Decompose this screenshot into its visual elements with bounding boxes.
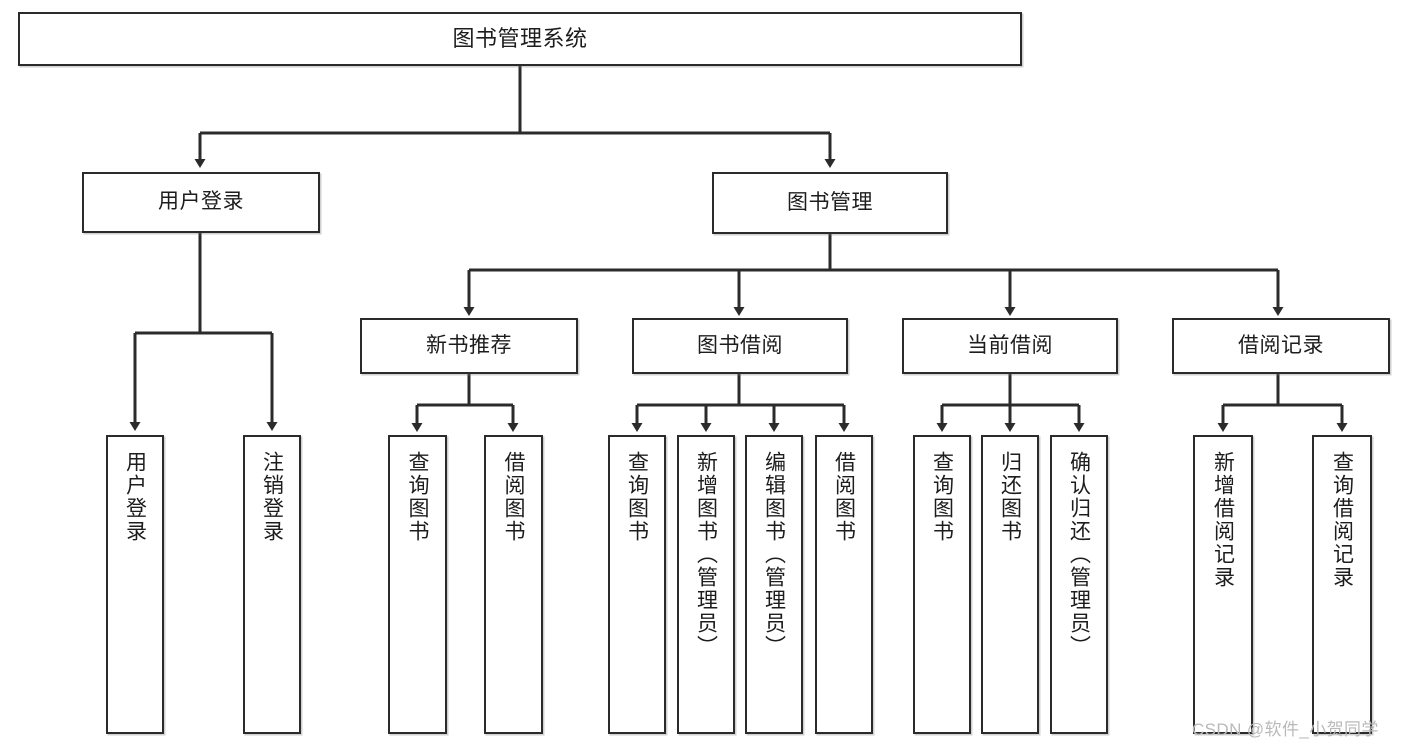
node-label: 新书推荐	[426, 333, 512, 357]
leaf-user-login-login[interactable]: 用户登录	[106, 435, 164, 734]
node-label: 用户登录	[158, 190, 244, 214]
leaf-recommend-borrow-book[interactable]: 借阅图书	[484, 435, 543, 734]
node-label: 用户登录	[123, 451, 147, 543]
node-book-management[interactable]: 图书管理	[712, 172, 948, 234]
leaf-user-login-logout[interactable]: 注销登录	[243, 435, 301, 734]
node-label: 新增借阅记录	[1211, 451, 1235, 589]
node-book-borrow[interactable]: 图书借阅	[632, 318, 848, 374]
leaf-borrow-query-book[interactable]: 查询图书	[608, 435, 666, 734]
node-label: 注销登录	[260, 451, 284, 543]
node-label: 借阅记录	[1238, 333, 1324, 357]
leaf-current-return-book[interactable]: 归还图书	[981, 435, 1039, 734]
leaf-recommend-query-book[interactable]: 查询图书	[388, 435, 447, 734]
node-label: 图书管理	[787, 190, 873, 214]
leaf-borrow-borrow-book[interactable]: 借阅图书	[815, 435, 873, 734]
node-label: 查询借阅记录	[1330, 451, 1354, 589]
leaf-current-query-book[interactable]: 查询图书	[913, 435, 971, 734]
leaf-record-add-record[interactable]: 新增借阅记录	[1193, 435, 1253, 734]
node-current-borrow[interactable]: 当前借阅	[902, 318, 1118, 374]
node-label: 确认归还（管理员）	[1067, 451, 1091, 658]
node-label: 查询图书	[930, 451, 954, 543]
leaf-current-confirm-return-admin[interactable]: 确认归还（管理员）	[1050, 435, 1108, 734]
leaf-borrow-edit-book-admin[interactable]: 编辑图书（管理员）	[745, 435, 803, 734]
node-root-system[interactable]: 图书管理系统	[18, 12, 1022, 66]
node-new-book-recommend[interactable]: 新书推荐	[360, 318, 578, 374]
node-label: 图书管理系统	[452, 26, 588, 52]
csdn-watermark: CSDN @软件_小贺同学	[1192, 720, 1379, 739]
leaf-borrow-add-book-admin[interactable]: 新增图书（管理员）	[677, 435, 735, 734]
node-borrow-record[interactable]: 借阅记录	[1172, 318, 1390, 374]
node-label: 借阅图书	[832, 451, 856, 543]
leaf-record-query-record[interactable]: 查询借阅记录	[1312, 435, 1372, 734]
node-label: 归还图书	[998, 451, 1022, 543]
node-label: 借阅图书	[502, 451, 525, 543]
node-label: 查询图书	[406, 451, 429, 543]
node-label: 当前借阅	[967, 333, 1053, 357]
node-label: 图书借阅	[697, 333, 783, 357]
node-label: 编辑图书（管理员）	[762, 451, 786, 658]
node-label: 查询图书	[625, 451, 649, 543]
node-label: 新增图书（管理员）	[694, 451, 718, 658]
node-user-login[interactable]: 用户登录	[82, 172, 320, 233]
